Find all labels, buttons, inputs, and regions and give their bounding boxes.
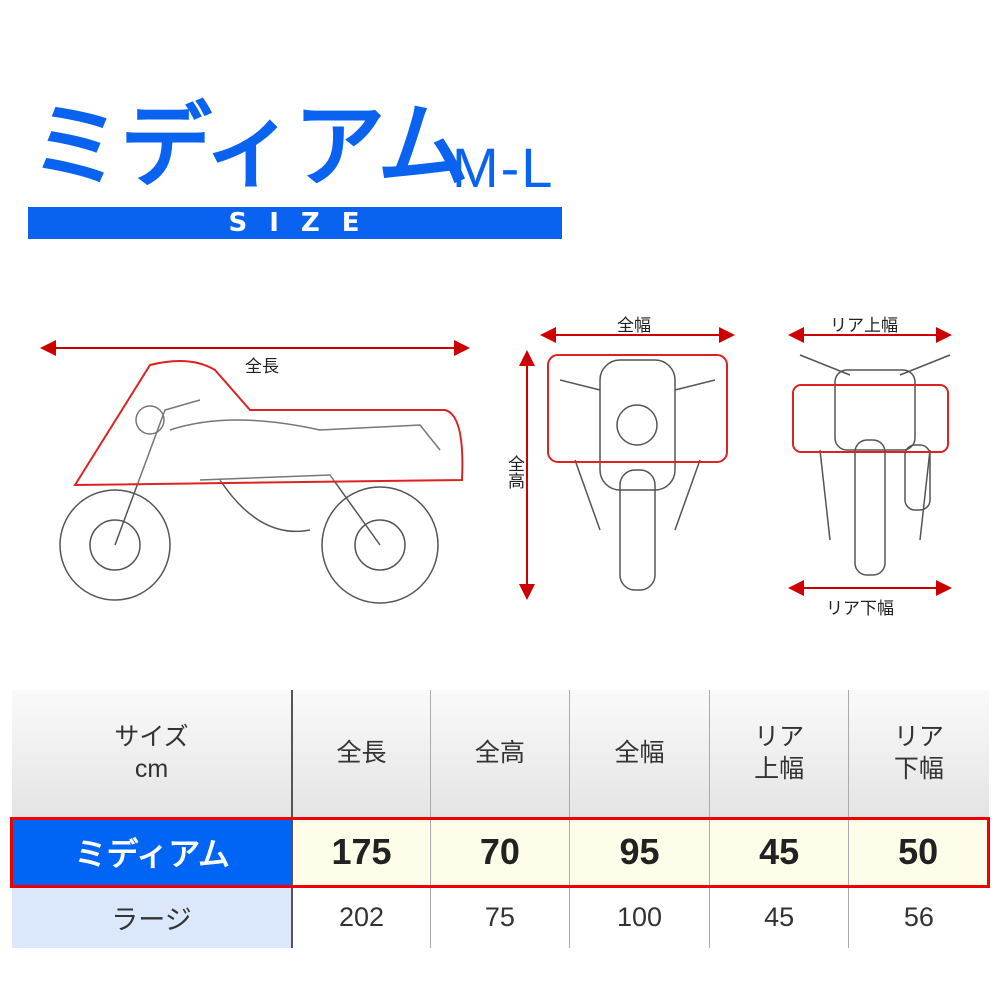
- front-view-bike: [559, 359, 716, 591]
- side-view-bike: [59, 399, 441, 604]
- cell: 95: [569, 816, 710, 888]
- width-label: 全幅: [617, 316, 651, 336]
- rear-bottom-label: リア下幅: [826, 599, 894, 619]
- size-banner: SIZE: [28, 207, 562, 239]
- cell: 70: [429, 816, 570, 888]
- rear-view-bike: [799, 354, 951, 576]
- table-row-large: ラージ 202 75 100 45 56: [11, 886, 989, 948]
- front-cover-outline: [547, 354, 728, 463]
- header-length: 全長: [291, 690, 431, 818]
- side-cover-outline: [73, 360, 464, 487]
- rear-cover-outline: [792, 384, 949, 453]
- motorcycle-diagrams: [40, 327, 952, 604]
- rear-top-label: リア上幅: [830, 316, 898, 336]
- header-rear-top: リア上幅: [708, 690, 849, 818]
- header-height: 全高: [429, 690, 570, 818]
- cell: 202: [291, 886, 431, 948]
- length-label: 全長: [245, 357, 279, 377]
- height-label: 全高: [504, 455, 524, 489]
- cell: 45: [708, 886, 849, 948]
- cell: 175: [291, 816, 431, 888]
- cell: 45: [708, 816, 849, 888]
- row-name: ミディアム: [10, 816, 293, 888]
- cell: 75: [429, 886, 570, 948]
- cell: 50: [848, 816, 990, 888]
- product-title: ミディアム: [30, 93, 469, 200]
- header-rear-bottom: リア下幅: [848, 690, 989, 818]
- row-name: ラージ: [11, 886, 293, 948]
- table-row-medium: ミディアム 175 70 95 45 50: [10, 816, 990, 888]
- cell: 56: [848, 886, 989, 948]
- header-width: 全幅: [569, 690, 710, 818]
- size-code: M-L: [452, 136, 555, 199]
- cell: 100: [569, 886, 710, 948]
